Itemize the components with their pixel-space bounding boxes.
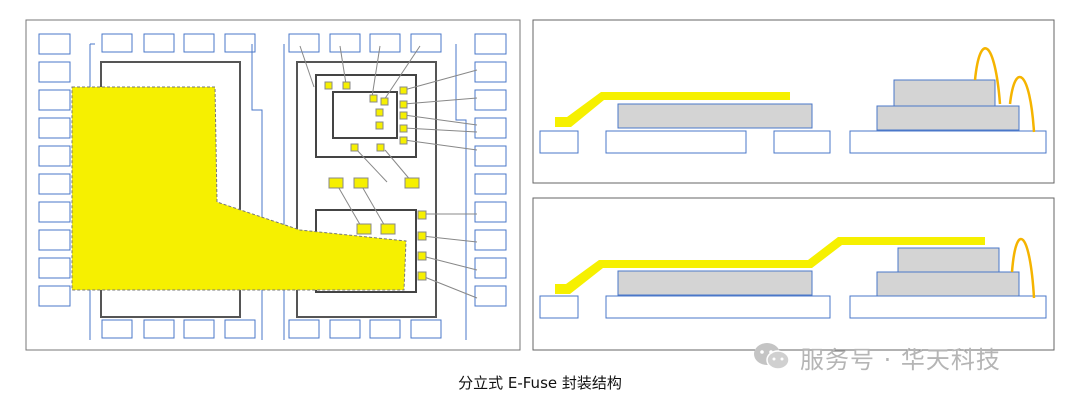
lead-pad bbox=[329, 33, 361, 53]
bond-pads bbox=[324, 81, 427, 281]
lead-pad bbox=[474, 285, 507, 307]
gold-wire-2 bbox=[1008, 75, 1036, 133]
bond-pad bbox=[404, 177, 420, 189]
bond-pad bbox=[376, 143, 385, 152]
lead-pad bbox=[38, 89, 71, 111]
lead-pad bbox=[38, 117, 71, 139]
lead-pad bbox=[38, 173, 71, 195]
lead-pad bbox=[369, 319, 401, 339]
substrate-pad-e bbox=[539, 295, 579, 319]
lead-pad bbox=[224, 33, 256, 53]
lead-pad bbox=[410, 33, 442, 53]
bond-pad bbox=[417, 210, 427, 220]
lead-pad bbox=[474, 257, 507, 279]
gold-wire-1 bbox=[973, 47, 1002, 105]
figure-caption: 分立式 E-Fuse 封装结构 bbox=[458, 374, 622, 392]
lead-pad bbox=[474, 117, 507, 139]
bond-pad bbox=[328, 177, 344, 189]
lead-pad bbox=[38, 145, 71, 167]
top-view-panel bbox=[25, 19, 521, 351]
lead-pad bbox=[38, 201, 71, 223]
substrate-pad-g bbox=[849, 295, 1047, 319]
bond-pad bbox=[353, 177, 369, 189]
bond-pad bbox=[342, 81, 351, 90]
lead-pad bbox=[224, 319, 256, 339]
lead-pad bbox=[288, 319, 320, 339]
die-4-top bbox=[897, 247, 1000, 273]
lead-pads bbox=[38, 33, 507, 339]
bond-pad bbox=[399, 100, 408, 109]
lead-pad bbox=[474, 33, 507, 55]
lead-pad bbox=[474, 229, 507, 251]
lead-pad bbox=[101, 319, 133, 339]
lead-pad bbox=[38, 285, 71, 307]
bond-pad bbox=[375, 121, 384, 130]
die-2-top bbox=[893, 79, 996, 107]
bond-pad bbox=[380, 223, 396, 235]
bond-pad bbox=[399, 86, 408, 95]
lead-pad bbox=[410, 319, 442, 339]
gold-wire-3 bbox=[1010, 237, 1036, 299]
bond-pad bbox=[399, 111, 408, 120]
lead-pad bbox=[474, 173, 507, 195]
lead-pad bbox=[101, 33, 133, 53]
lead-pad bbox=[474, 89, 507, 111]
bond-pad bbox=[356, 223, 372, 235]
bond-pad bbox=[417, 251, 427, 261]
lead-pad bbox=[288, 33, 320, 53]
watermark: 服务号 · 华天科技 bbox=[752, 340, 1001, 374]
lead-pad bbox=[143, 319, 175, 339]
substrate-pad-f bbox=[605, 295, 831, 319]
yellow-clip-top bbox=[555, 92, 790, 127]
bond-pad bbox=[350, 143, 359, 152]
substrate-pad-b bbox=[605, 130, 747, 154]
bond-pad bbox=[324, 81, 333, 90]
bond-pad bbox=[375, 108, 384, 117]
bond-pad bbox=[417, 231, 427, 241]
lead-pad bbox=[474, 61, 507, 83]
bond-pad bbox=[369, 94, 378, 103]
yellow-metal-clip bbox=[71, 86, 407, 291]
lead-pad bbox=[183, 319, 215, 339]
substrate-pad-a bbox=[539, 130, 579, 154]
substrate-pad-d bbox=[849, 130, 1047, 154]
die-1 bbox=[617, 103, 813, 129]
yellow-clip-bottom bbox=[555, 237, 985, 294]
lead-pad bbox=[38, 257, 71, 279]
bond-wires bbox=[299, 45, 478, 299]
lead-pad bbox=[329, 319, 361, 339]
lead-pad bbox=[38, 229, 71, 251]
die-4-base bbox=[876, 271, 1020, 297]
lead-pad bbox=[38, 33, 71, 55]
bond-pad bbox=[399, 124, 408, 133]
lead-pad bbox=[474, 201, 507, 223]
cross-section-top bbox=[532, 19, 1055, 184]
lead-pad bbox=[143, 33, 175, 53]
die-3 bbox=[617, 270, 813, 296]
bond-pad bbox=[417, 271, 427, 281]
bond-pad bbox=[380, 97, 389, 106]
die-2-base bbox=[876, 105, 1020, 131]
substrate-pad-c bbox=[773, 130, 831, 154]
wechat-icon bbox=[752, 341, 792, 373]
cross-section-bottom bbox=[532, 197, 1055, 351]
lead-pad bbox=[183, 33, 215, 53]
lead-pad bbox=[474, 145, 507, 167]
watermark-text: 服务号 · 华天科技 bbox=[800, 345, 1001, 374]
lead-pad bbox=[38, 61, 71, 83]
bond-pad bbox=[399, 136, 408, 145]
lead-pad bbox=[369, 33, 401, 53]
